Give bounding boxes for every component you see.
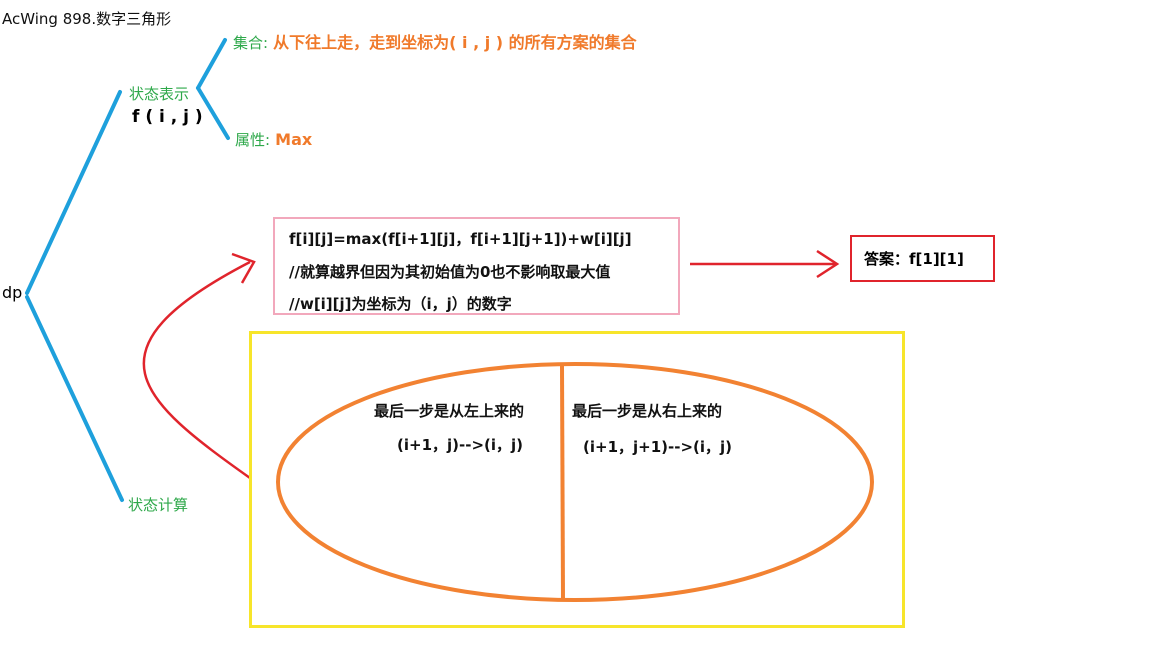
answer-arrowhead — [816, 249, 840, 279]
equation-box: f[i][j]=max(f[i+1][j]，f[i+1][j+1])+w[i][… — [273, 217, 680, 315]
comment-line-boundary: //就算越界但因为其初始值为0也不影响取最大值 — [289, 263, 611, 281]
attr-value: Max — [275, 130, 313, 149]
comment-line-weight: //w[i][j]为坐标为（i，j）的数字 — [289, 295, 512, 313]
case-divider — [560, 365, 565, 601]
left-case-title: 最后一步是从左上来的 — [374, 402, 525, 420]
page-title: AcWing 898.数字三角形 — [2, 10, 172, 28]
case-ellipse — [276, 362, 874, 602]
branch-dp-to-state-repr — [25, 90, 122, 295]
state-repr-label: 状态表示 — [129, 85, 190, 103]
answer-box: 答案：f[1][1] — [850, 235, 995, 282]
branch-state-repr-to-set — [196, 38, 227, 90]
right-case-title: 最后一步是从右上来的 — [572, 402, 723, 420]
attr-label: 属性: — [235, 131, 271, 149]
curve-arrow-to-equation — [142, 260, 251, 480]
attr-node: 属性: Max — [235, 129, 312, 150]
root-node-dp: dp — [2, 283, 23, 302]
left-case-detail: (i+1，j)-->(i，j) — [397, 436, 524, 454]
right-case-detail: (i+1，j+1)-->(i，j) — [583, 438, 733, 456]
case-box — [249, 331, 905, 628]
branch-dp-to-state-calc — [25, 295, 124, 502]
set-value: 从下往上走，走到坐标为( i , j ) 的所有方案的集合 — [273, 33, 637, 52]
branch-state-repr-to-attr — [196, 86, 230, 140]
set-node: 集合: 从下往上走，走到坐标为( i , j ) 的所有方案的集合 — [233, 29, 637, 53]
state-calc-label: 状态计算 — [128, 496, 189, 514]
set-label: 集合: — [233, 34, 269, 52]
state-formula: f ( i , j ) — [132, 107, 203, 127]
equation-line: f[i][j]=max(f[i+1][j]，f[i+1][j+1])+w[i][… — [289, 230, 632, 248]
curve-arrowhead — [231, 252, 256, 284]
